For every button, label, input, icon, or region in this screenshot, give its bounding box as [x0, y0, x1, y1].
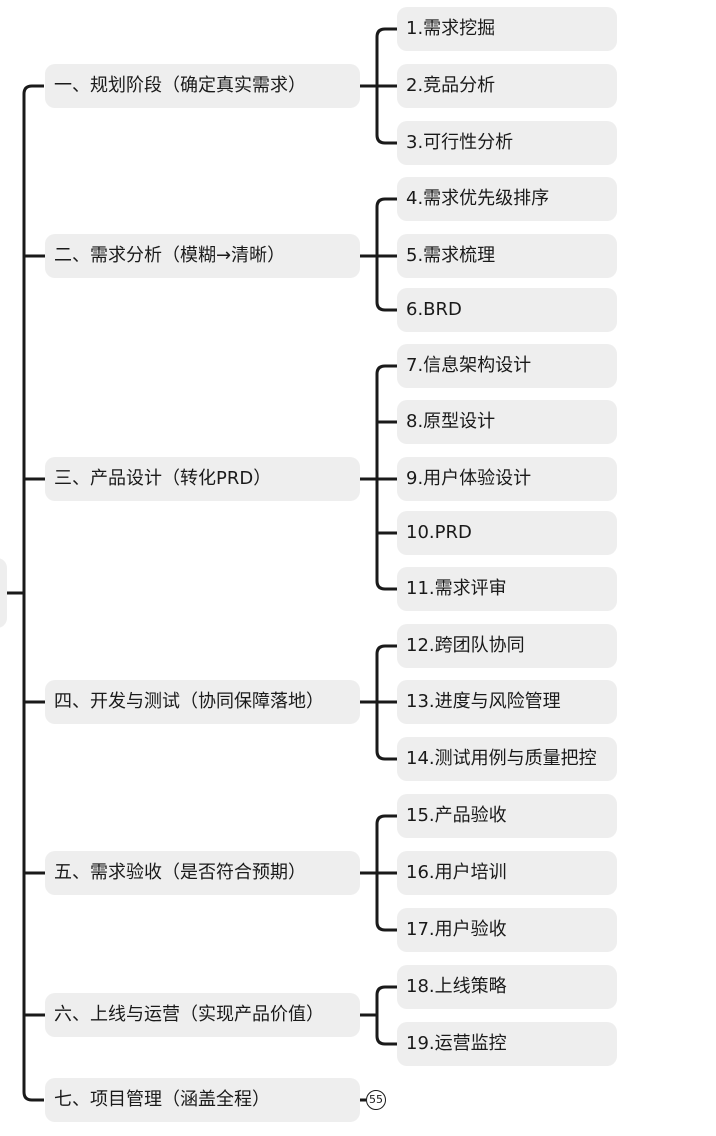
child-node[interactable]: 15.产品验收 — [397, 794, 617, 838]
child-label: 15.产品验收 — [406, 805, 507, 826]
child-node[interactable]: 4.需求优先级排序 — [397, 177, 617, 221]
child-label: 18.上线策略 — [406, 976, 507, 997]
branch-label: 二、需求分析（模糊→清晰） — [54, 245, 286, 266]
child-node[interactable]: 5.需求梳理 — [397, 234, 617, 278]
child-label: 16.用户培训 — [406, 862, 507, 883]
child-label: 13.进度与风险管理 — [406, 691, 561, 712]
child-label: 8.原型设计 — [406, 411, 496, 432]
branch-node[interactable]: 二、需求分析（模糊→清晰） — [45, 234, 360, 278]
child-node[interactable]: 7.信息架构设计 — [397, 344, 617, 388]
trunk-line — [22, 84, 44, 1102]
child-label: 17.用户验收 — [406, 919, 507, 940]
child-node[interactable]: 1.需求挖掘 — [397, 7, 617, 51]
child-label: 10.PRD — [406, 522, 472, 543]
branch-node[interactable]: 一、规划阶段（确定真实需求） — [45, 64, 360, 108]
child-label: 4.需求优先级排序 — [406, 188, 550, 209]
child-label: 1.需求挖掘 — [406, 18, 496, 39]
child-node[interactable]: 2.竞品分析 — [397, 64, 617, 108]
child-label: 12.跨团队协同 — [406, 635, 525, 656]
child-node[interactable]: 9.用户体验设计 — [397, 457, 617, 501]
branch-node[interactable]: 七、项目管理（涵盖全程） — [45, 1078, 360, 1122]
child-node[interactable]: 14.测试用例与质量把控 — [397, 737, 617, 781]
branch-label: 七、项目管理（涵盖全程） — [54, 1089, 270, 1110]
child-label: 5.需求梳理 — [406, 245, 496, 266]
branch-node[interactable]: 三、产品设计（转化PRD） — [45, 457, 360, 501]
branch-label: 四、开发与测试（协同保障落地） — [54, 691, 324, 712]
child-label: 9.用户体验设计 — [406, 468, 532, 489]
root-node[interactable] — [0, 558, 7, 628]
child-node[interactable]: 13.进度与风险管理 — [397, 680, 617, 724]
branch-label: 一、规划阶段（确定真实需求） — [54, 75, 306, 96]
branch-node[interactable]: 四、开发与测试（协同保障落地） — [45, 680, 360, 724]
child-node[interactable]: 17.用户验收 — [397, 908, 617, 952]
child-node[interactable]: 10.PRD — [397, 511, 617, 555]
child-node[interactable]: 16.用户培训 — [397, 851, 617, 895]
child-label: 2.竞品分析 — [406, 75, 496, 96]
child-node[interactable]: 3.可行性分析 — [397, 121, 617, 165]
child-node[interactable]: 12.跨团队协同 — [397, 624, 617, 668]
child-label: 6.BRD — [406, 299, 462, 320]
branch-node[interactable]: 五、需求验收（是否符合预期） — [45, 851, 360, 895]
collapsed-count-badge[interactable]: 55 — [366, 1090, 386, 1110]
branch-node[interactable]: 六、上线与运营（实现产品价值） — [45, 993, 360, 1037]
child-label: 7.信息架构设计 — [406, 355, 532, 376]
child-label: 14.测试用例与质量把控 — [406, 748, 597, 769]
child-node[interactable]: 11.需求评审 — [397, 567, 617, 611]
child-label: 19.运营监控 — [406, 1033, 507, 1054]
child-label: 11.需求评审 — [406, 578, 507, 599]
branch-label: 三、产品设计（转化PRD） — [54, 468, 272, 489]
child-node[interactable]: 8.原型设计 — [397, 400, 617, 444]
branch-label: 六、上线与运营（实现产品价值） — [54, 1004, 324, 1025]
branch-label: 五、需求验收（是否符合预期） — [54, 862, 306, 883]
child-label: 3.可行性分析 — [406, 132, 514, 153]
child-node[interactable]: 18.上线策略 — [397, 965, 617, 1009]
child-bracket — [375, 985, 397, 1046]
child-node[interactable]: 6.BRD — [397, 288, 617, 332]
child-node[interactable]: 19.运营监控 — [397, 1022, 617, 1066]
